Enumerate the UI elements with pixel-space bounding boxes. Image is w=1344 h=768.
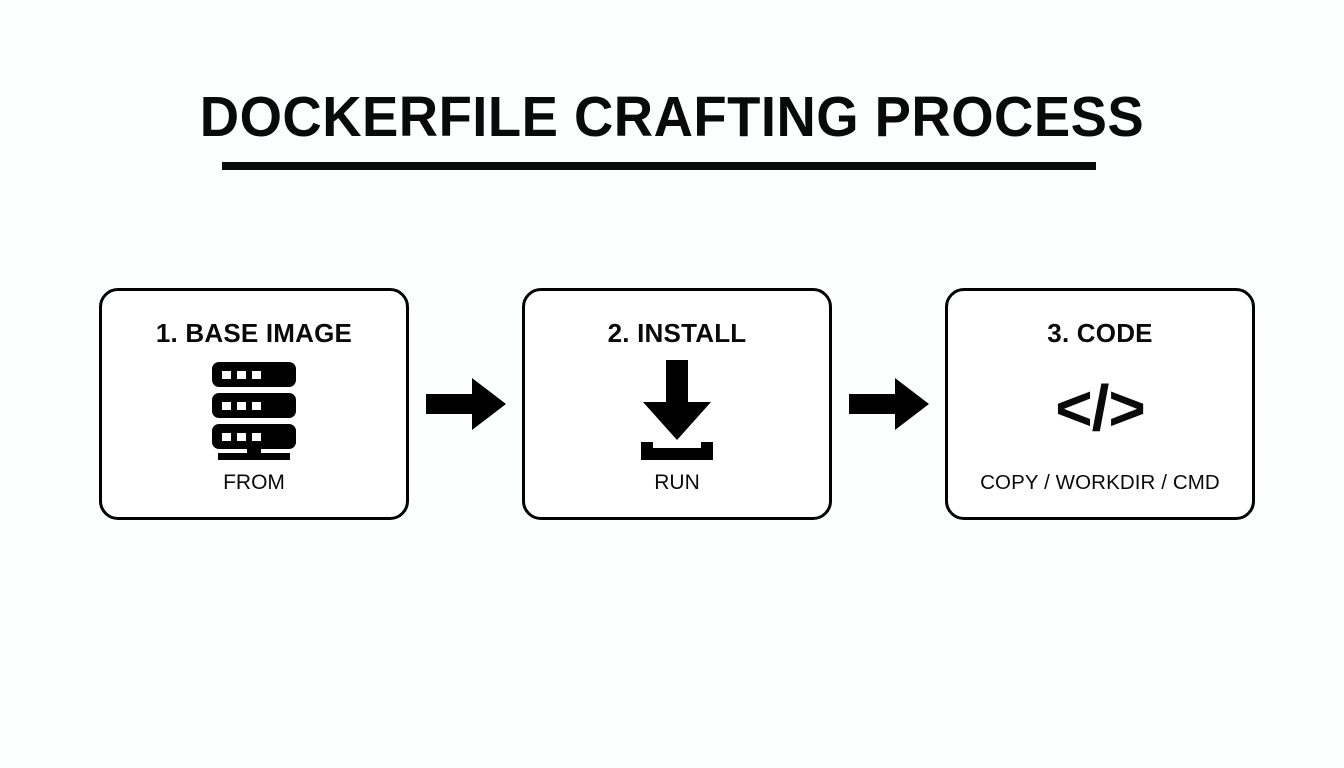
arrow-right-icon — [847, 375, 931, 433]
title-block: DOCKERFILE CRAFTING PROCESS — [0, 85, 1344, 170]
step-card-base-image[interactable]: 1. BASE IMAGE — [99, 288, 409, 520]
step-card-title: 3. CODE — [1047, 318, 1153, 348]
step-card-install[interactable]: 2. INSTALL RUN — [522, 288, 832, 520]
arrow-right-icon — [424, 375, 508, 433]
server-stack-icon — [102, 348, 406, 471]
step-card-label: RUN — [654, 471, 700, 494]
step-card-label: FROM — [223, 471, 285, 494]
step-card-label: COPY / WORKDIR / CMD — [980, 471, 1220, 494]
process-flow: 1. BASE IMAGE — [99, 288, 1255, 520]
step-card-title: 2. INSTALL — [607, 318, 747, 348]
code-brackets-icon: </> — [948, 348, 1252, 471]
download-arrow-icon — [525, 348, 829, 471]
step-card-code[interactable]: 3. CODE </> COPY / WORKDIR / CMD — [945, 288, 1255, 520]
page-title: DOCKERFILE CRAFTING PROCESS — [199, 85, 1145, 149]
title-underline-rule — [222, 162, 1096, 170]
step-card-title: 1. BASE IMAGE — [155, 318, 353, 348]
code-brackets-glyph: </> — [1055, 371, 1146, 444]
